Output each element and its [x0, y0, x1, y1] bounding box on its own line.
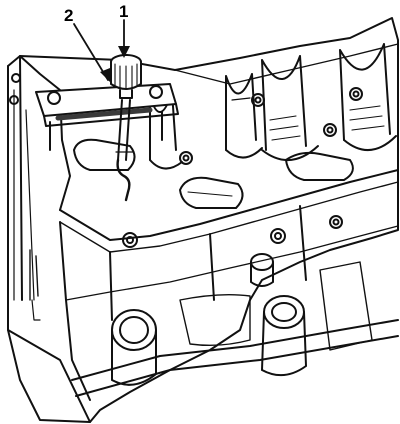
- callout-label-1: 1: [119, 2, 128, 21]
- tool-knurled-screw: [110, 54, 142, 99]
- bottom-flange: [71, 319, 399, 397]
- deck-bolt: [122, 232, 138, 248]
- deck-bolt: [329, 215, 343, 229]
- deck-bolt: [349, 87, 363, 101]
- deck-bolt: [323, 123, 337, 137]
- port-left: [111, 309, 157, 386]
- deck-bolt: [11, 73, 21, 83]
- bearing-pedestal-3: [261, 55, 319, 162]
- port-right: [261, 295, 307, 377]
- cylinder-head-body: [7, 17, 399, 423]
- valve-pocket-3: [73, 138, 136, 171]
- deck-front-edge: [59, 169, 399, 241]
- deck-bolt: [251, 93, 265, 107]
- left-face: [7, 55, 91, 423]
- boss-fitting: [250, 253, 274, 287]
- valve-pocket-2: [285, 151, 354, 181]
- bearing-pedestal-2: [225, 73, 263, 159]
- deck-bolt: [9, 95, 19, 105]
- deck-bolt: [270, 228, 286, 244]
- tool-plunger: [115, 99, 135, 202]
- callout-2-leader: [73, 23, 109, 81]
- bearing-pedestal-4: [339, 43, 397, 152]
- callout-label-2: 2: [64, 6, 73, 25]
- tool-crossbar: [35, 83, 179, 151]
- front-face: [59, 205, 307, 401]
- deck-bolt: [179, 151, 193, 165]
- valve-pocket-1: [179, 176, 244, 209]
- callout-1-arrowhead: [118, 46, 130, 58]
- callout-2-arrowhead: [100, 68, 110, 82]
